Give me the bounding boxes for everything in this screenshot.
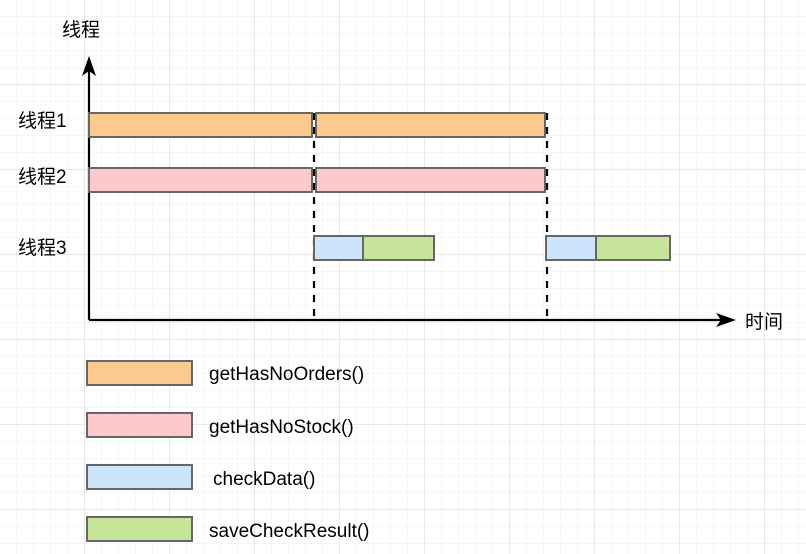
legend-label-getHasNoOrders: getHasNoOrders(): [209, 364, 364, 385]
x-axis-title: 时间: [745, 311, 783, 333]
legend-swatch-saveCheckResult: [86, 516, 193, 542]
task-bar-thread1-2[interactable]: getHasNoOrders(): [315, 112, 546, 138]
task-bar-thread3-3[interactable]: checkData(): [545, 235, 597, 261]
y-axis-group: 线程: [62, 19, 100, 320]
task-bars-group: getHasNoOrders()getHasNoOrders() getHasNo…: [88, 112, 671, 261]
task-bar-thread3-2[interactable]: saveCheckResult(): [362, 235, 435, 261]
legend-label-checkData: checkData(): [213, 469, 315, 490]
task-bar-thread2-1[interactable]: getHasNoStock(): [88, 167, 313, 193]
legend-swatch-getHasNoStock: [86, 412, 193, 438]
task-bar-thread2-2[interactable]: getHasNoStock(): [315, 167, 546, 193]
y-axis-arrow-icon: [82, 56, 96, 76]
legend-group: getHasNoOrders() getHasNoStock() checkData…: [86, 360, 370, 542]
task-bar-thread3-1[interactable]: checkData(): [313, 235, 364, 261]
row-labels-group: 线程1 线程2 线程3: [18, 110, 67, 259]
legend-label-getHasNoStock: getHasNoStock(): [209, 417, 354, 438]
legend-label-saveCheckResult: saveCheckResult(): [209, 521, 370, 542]
row-label-thread-2: 线程2: [18, 166, 67, 188]
task-bar-thread1-1[interactable]: getHasNoOrders(): [88, 112, 313, 138]
x-axis-group: 时间: [89, 311, 783, 333]
y-axis-title: 线程: [62, 19, 100, 41]
row-label-thread-1: 线程1: [18, 110, 67, 132]
phase-dividers-group: [312, 113, 549, 320]
task-bar-thread3-4[interactable]: saveCheckResult(): [595, 235, 671, 261]
legend-swatch-checkData: [86, 464, 193, 490]
legend-swatch-getHasNoOrders: [86, 360, 193, 386]
row-label-thread-3: 线程3: [18, 237, 67, 259]
x-axis-arrow-icon: [716, 313, 736, 327]
